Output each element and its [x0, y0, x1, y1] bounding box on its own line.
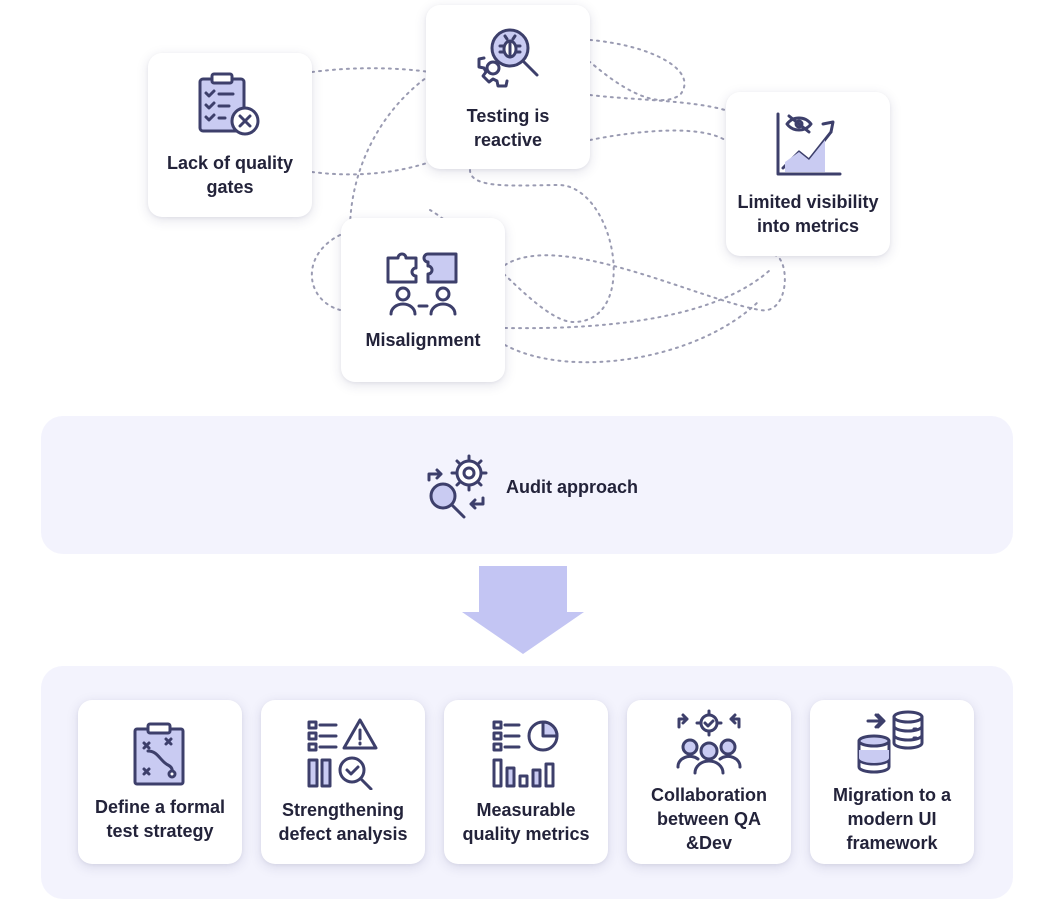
- list-warning-search-icon: [307, 718, 378, 790]
- solution-label-line: defect analysis: [278, 824, 408, 844]
- solution-label: Migration to a modern UI framework: [823, 783, 961, 855]
- solution-label-line: Migration to a: [833, 785, 951, 805]
- problem-card-quality-gates: Lack of quality gates: [148, 53, 312, 217]
- problem-card-visibility: Limited visibility into metrics: [726, 92, 890, 256]
- audit-label: Audit approach: [506, 477, 639, 497]
- audit-panel: [41, 416, 1013, 554]
- solution-card-ui-migration: Migration to a modern UI framework: [810, 700, 974, 864]
- solution-label-line: &Dev: [685, 833, 733, 853]
- problem-label-misalignment: Misalignment: [365, 330, 481, 350]
- list-bar-pie-icon: [492, 720, 559, 788]
- solution-card-collaboration: Collaboration between QA &Dev: [627, 700, 791, 864]
- problem-label-line: gates: [206, 177, 254, 197]
- solution-card-test-strategy: Define a formal test strategy: [78, 700, 242, 864]
- solution-label-line: Strengthening: [281, 800, 404, 820]
- hidden-chart-icon: [776, 112, 842, 176]
- clipboard-strategy-icon: [133, 722, 185, 786]
- solution-label-line: Define a formal: [94, 797, 226, 817]
- solution-label-line: Measurable: [476, 800, 576, 820]
- solution-card-defect-analysis: Strengthening defect analysis: [261, 700, 425, 864]
- bug-search-gear-icon: [477, 28, 539, 88]
- problem-label-line: Lack of quality: [166, 153, 294, 173]
- down-arrow-icon: [462, 566, 584, 654]
- solution-label-line: Collaboration: [651, 785, 767, 805]
- solution-card-quality-metrics: Measurable quality metrics: [444, 700, 608, 864]
- team-gear-icon: [676, 709, 742, 775]
- problem-label-quality-gates: Lack of quality gates: [157, 151, 303, 199]
- solution-label: Strengthening defect analysis: [268, 798, 417, 846]
- problem-label-reactive: Testing is reactive: [466, 106, 550, 150]
- solution-label-line: between QA: [656, 809, 762, 829]
- solution-label-line: quality metrics: [462, 824, 590, 844]
- problem-card-misalignment: Misalignment: [341, 218, 505, 382]
- clipboard-checklist-x-icon: [198, 72, 260, 136]
- problem-label-line: into metrics: [756, 216, 860, 236]
- database-migration-icon: [857, 710, 924, 774]
- problem-label-visibility: Limited visibility into metrics: [727, 190, 888, 238]
- solution-label: Measurable quality metrics: [452, 798, 599, 846]
- solution-label: Define a formal test strategy: [85, 795, 235, 843]
- solution-label-line: modern UI: [847, 809, 937, 829]
- search-gear-cycle-icon: [427, 454, 488, 519]
- solution-label: Collaboration between QA &Dev: [641, 783, 777, 855]
- puzzle-people-icon: [386, 252, 458, 316]
- problem-label-line: Limited visibility: [737, 192, 879, 212]
- problem-card-reactive: Testing is reactive: [426, 5, 590, 169]
- solution-label-line: test strategy: [106, 821, 214, 841]
- solution-label-line: framework: [846, 833, 938, 853]
